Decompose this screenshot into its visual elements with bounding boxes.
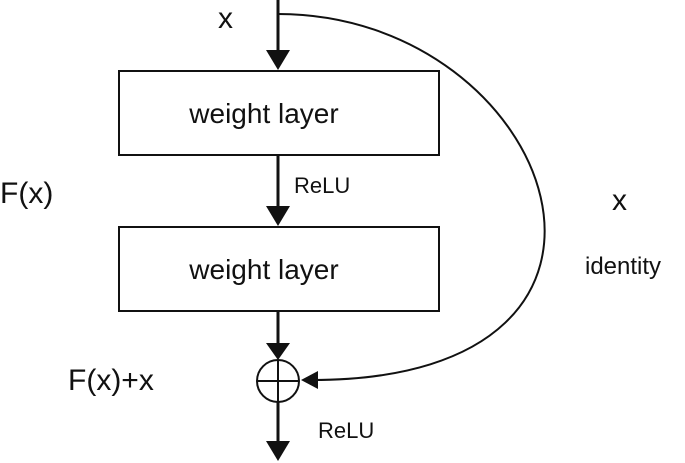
output-arrowhead <box>266 441 290 461</box>
middle-arrowhead <box>266 206 290 226</box>
to-sum-arrowhead <box>266 343 290 360</box>
weight-layer-2-box <box>118 226 440 312</box>
weight-layer-1-box <box>118 70 440 156</box>
identity-shortcut-arrowhead <box>301 371 318 389</box>
identity-label: identity <box>585 253 661 280</box>
input-x-label: x <box>218 2 233 35</box>
weight-layer-1: weight layer <box>118 70 440 156</box>
fx-label: F(x) <box>0 177 53 210</box>
weight-layer-1-label: weight layer <box>188 98 338 129</box>
weight-layer-2: weight layer <box>118 226 440 312</box>
sum-label: F(x)+x <box>68 364 154 397</box>
identity-x-label: x <box>612 184 627 217</box>
relu-mid-label: ReLU <box>294 173 350 198</box>
sum-node <box>256 359 300 403</box>
identity-shortcut-curve <box>277 13 546 381</box>
weight-layer-2-label: weight layer <box>188 254 338 285</box>
input-arrowhead <box>266 50 290 70</box>
relu-out-label: ReLU <box>318 418 374 443</box>
